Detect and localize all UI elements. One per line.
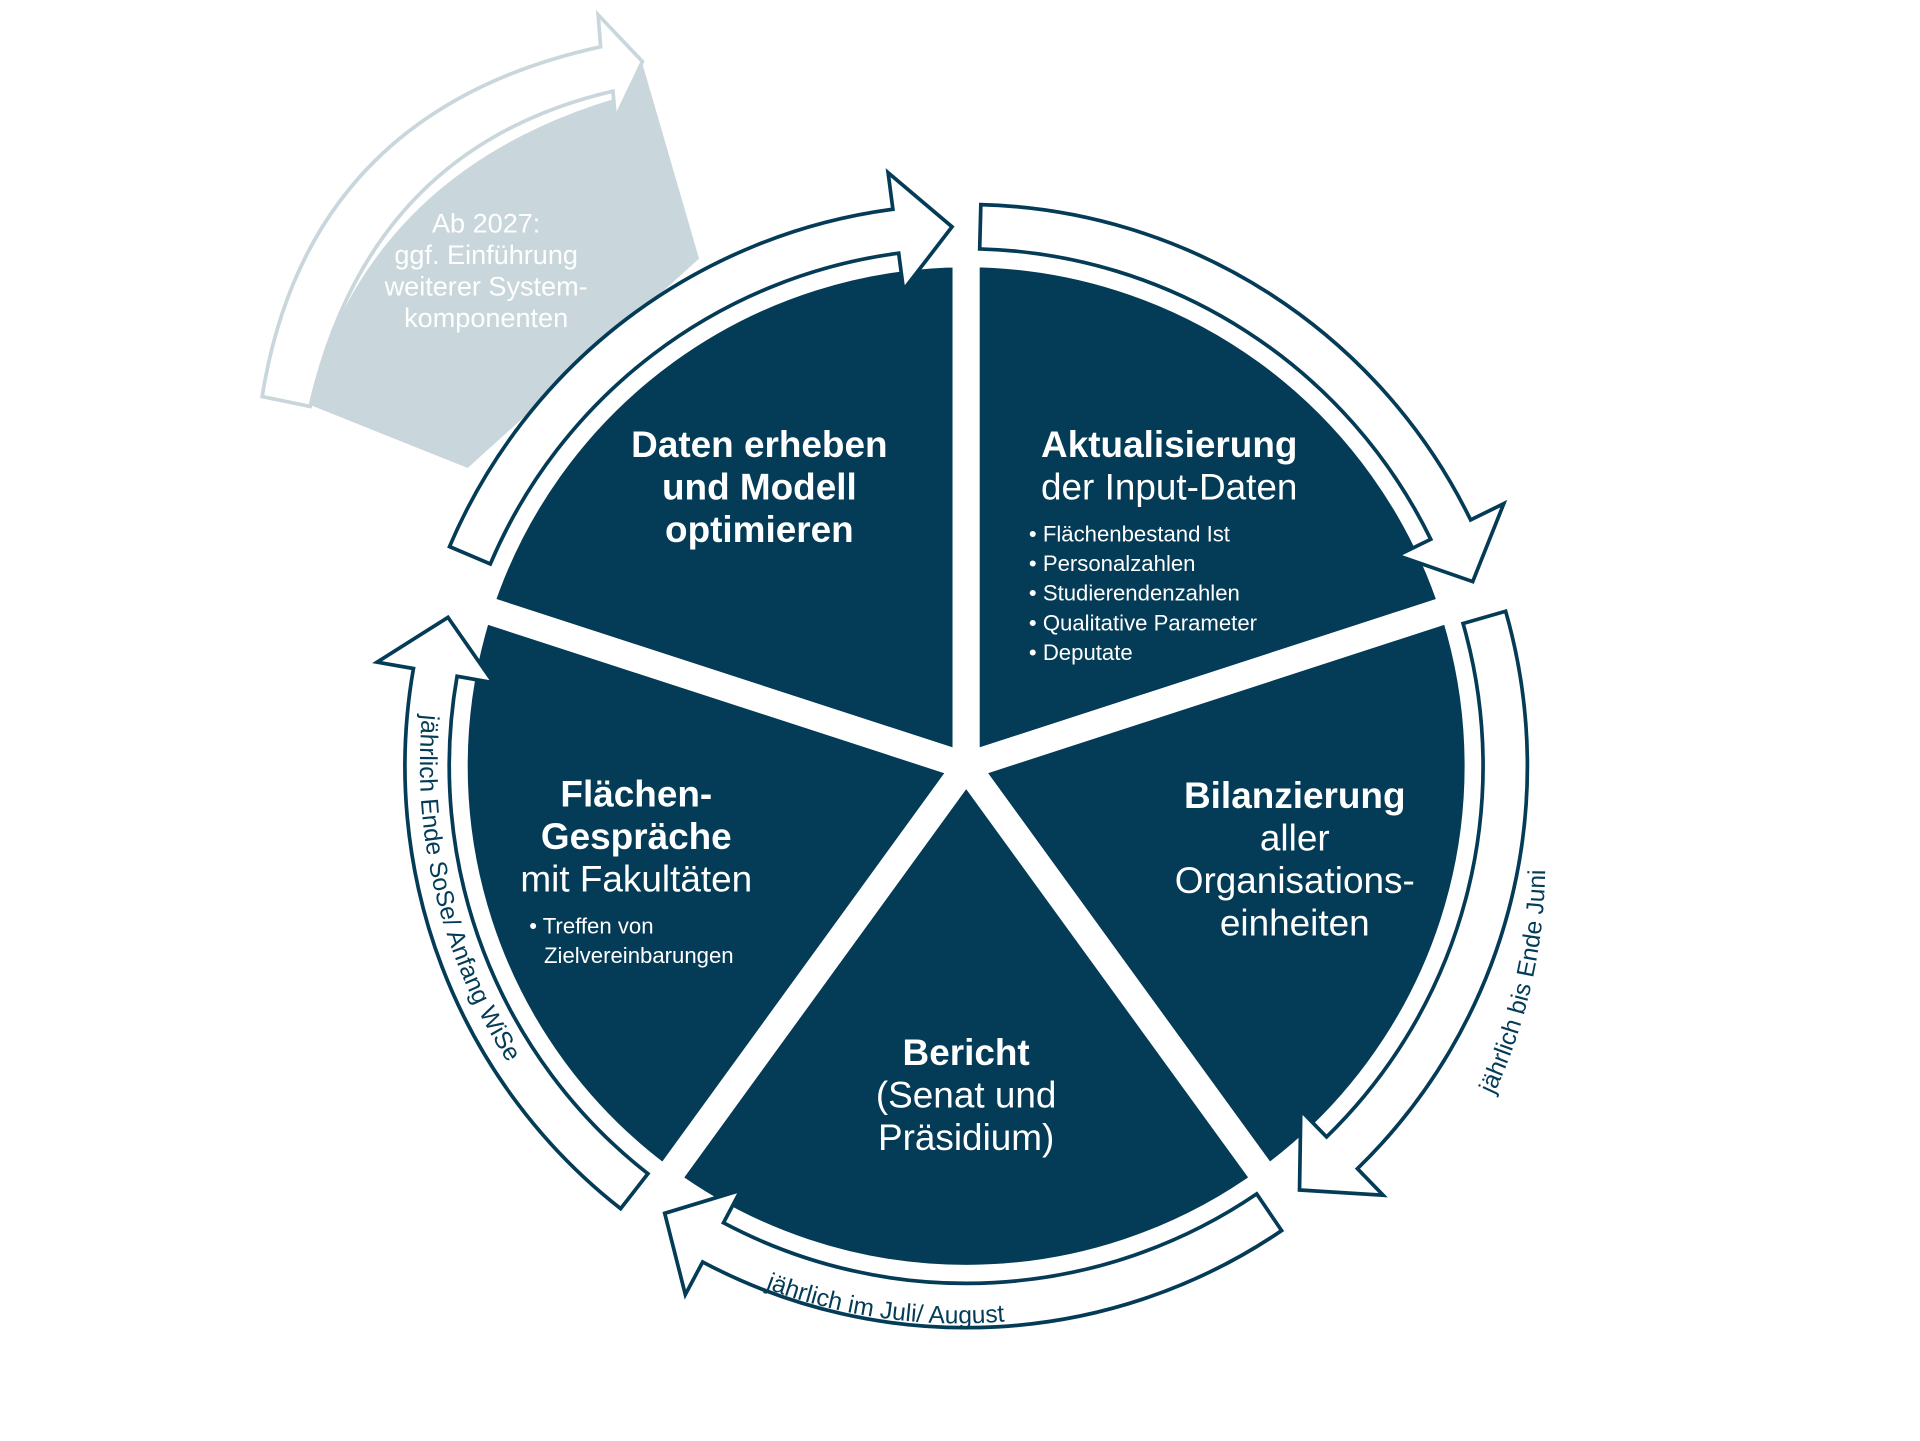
segment-report (646, 743, 1287, 1292)
segment-subtitle: aller (1260, 817, 1330, 858)
segment-bullet: • Personalzahlen (1029, 551, 1196, 576)
segment-bullet: Zielvereinbarungen (544, 943, 734, 968)
segment-title: Gespräche (541, 816, 732, 857)
segment-bullet: • Deputate (1029, 640, 1133, 665)
future-text-line: ggf. Einführung (394, 239, 578, 270)
segment-title: optimieren (665, 509, 854, 550)
segment-title: und Modell (662, 466, 857, 507)
future-text-line: Ab 2027: (432, 208, 540, 239)
future-arrow-outline (260, 9, 645, 409)
segment-subtitle: mit Fakultäten (520, 859, 752, 900)
future-grey-area (307, 64, 700, 469)
segment-title: Flächen- (560, 774, 712, 815)
cycle-arrow-4 (662, 1187, 1285, 1330)
future-text-line: komponenten (404, 302, 568, 333)
segment-bullet: • Studierendenzahlen (1029, 581, 1240, 606)
segment-subtitle: Organisations- (1175, 860, 1415, 901)
segment-title: Bilanzierung (1184, 775, 1405, 816)
segment-bullet: • Flächenbestand Ist (1029, 522, 1230, 547)
segment-bullet: • Treffen von (529, 913, 653, 938)
cycle-arrow-1 (447, 168, 955, 567)
segment-faculty-talks (440, 590, 989, 1200)
segment-subtitle: einheiten (1220, 902, 1370, 943)
segment-subtitle: Präsidium) (878, 1117, 1054, 1158)
segment-title: Aktualisierung (1041, 424, 1297, 465)
segment-title: Daten erheben (631, 424, 887, 465)
future-text-line: weiterer System- (384, 270, 588, 301)
cycle-arrow-2 (977, 202, 1508, 584)
segment-title: Bericht (903, 1032, 1030, 1073)
segment-subtitle: (Senat und (876, 1075, 1057, 1116)
cycle-arrow-5 (372, 614, 651, 1212)
segment-subtitle: der Input-Daten (1041, 466, 1297, 507)
segment-balancing (944, 590, 1492, 1200)
cycle-arrow-3 (1297, 608, 1530, 1198)
segment-bullet: • Qualitative Parameter (1029, 610, 1258, 635)
